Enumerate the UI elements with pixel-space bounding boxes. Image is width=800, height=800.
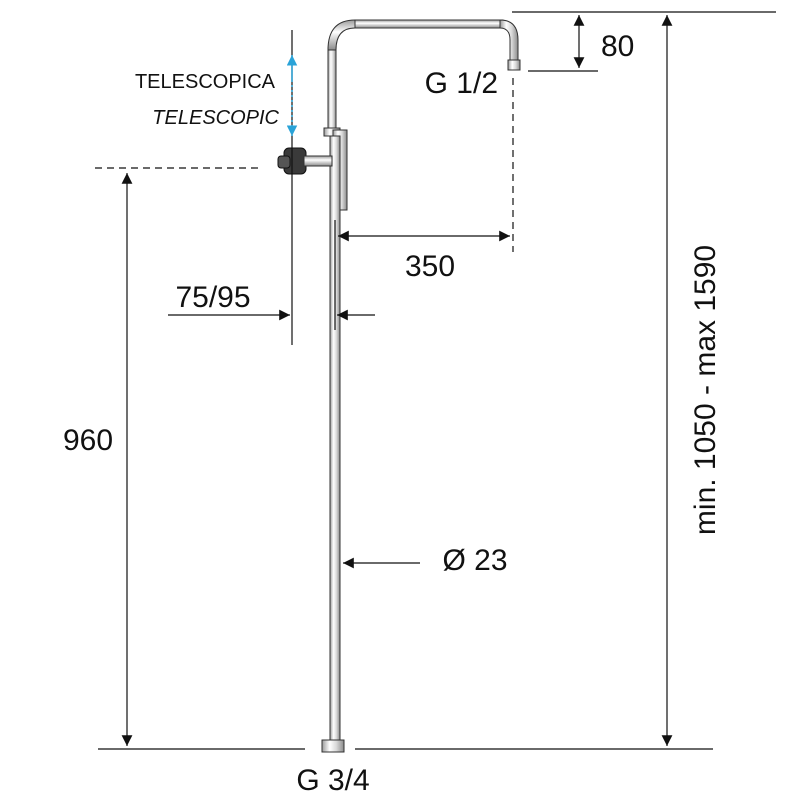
extension-lines (95, 11, 776, 750)
telescopic-label: TELESCOPIC (152, 107, 279, 129)
telescopica-label: TELESCOPICA (135, 71, 276, 93)
total-height-label: min. 1050 - max 1590 (689, 245, 722, 535)
holder-height-label: 960 (63, 424, 113, 457)
arm-reach-label: 350 (405, 250, 455, 283)
shower-arm (354, 19, 504, 29)
outlet-nut (507, 59, 521, 71)
top-right-elbow (499, 19, 519, 63)
upper-tube (327, 47, 337, 131)
holder-offset-label: 75/95 (175, 281, 250, 314)
outlet-thread-label: G 1/2 (425, 67, 498, 100)
diameter-label: Ø 23 (442, 544, 507, 577)
drop-height-label: 80 (601, 30, 634, 63)
inlet-nut (321, 739, 345, 753)
inlet-thread-label: G 3/4 (296, 764, 369, 797)
shower-column (277, 19, 521, 753)
hand-shower-holder (277, 147, 333, 175)
